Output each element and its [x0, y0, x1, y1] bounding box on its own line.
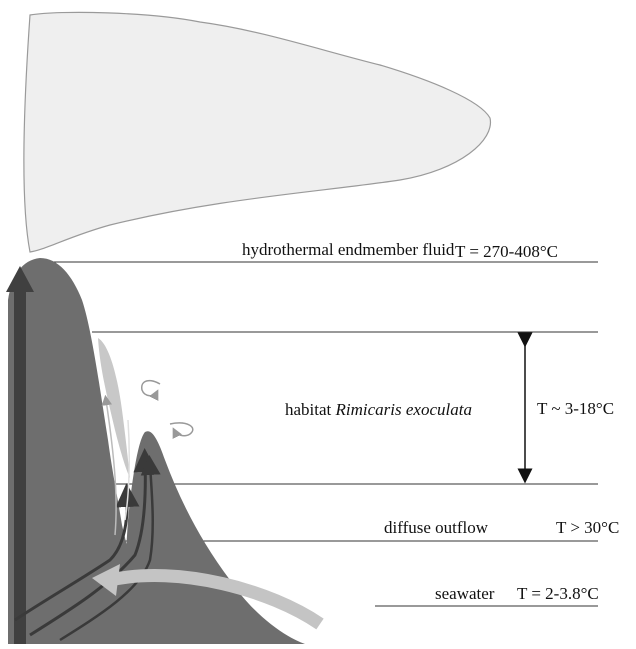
flow-path-mid: [29, 448, 158, 637]
swirl-arrow-lower: [169, 422, 194, 440]
endmember-temp-label: T = 270-408°C: [455, 242, 558, 261]
seawater-arrow-body: [108, 569, 324, 630]
endmember-label: hydrothermal endmember fluid: [242, 240, 455, 259]
seawater-temp-label: T = 2-3.8°C: [517, 584, 599, 603]
plume-shape: [23, 11, 492, 253]
habitat-species-label: Rimicaris exoculata: [335, 400, 472, 419]
flow-path-right: [59, 455, 161, 642]
endmember-arrow-head: [6, 266, 34, 292]
diffuse-temp-label: T > 30°C: [556, 518, 619, 537]
habitat-zone: [98, 338, 130, 478]
diffuse-label: diffuse outflow: [384, 518, 489, 537]
flow-path-left: [14, 483, 140, 622]
flow-path-thin: [101, 394, 117, 536]
habitat-label-prefix: habitat: [285, 400, 336, 419]
swirl-arrow-upper: [141, 379, 161, 402]
habitat-temp-label: T ~ 3-18°C: [537, 399, 614, 418]
secondary-chimney: [120, 431, 305, 644]
flow-path-thin-2: [124, 419, 130, 521]
seawater-label: seawater: [435, 584, 495, 603]
seawater-arrow-head: [92, 564, 120, 596]
main-chimney: [8, 258, 150, 644]
habitat-label: habitat Rimicaris exoculata: [285, 400, 472, 419]
